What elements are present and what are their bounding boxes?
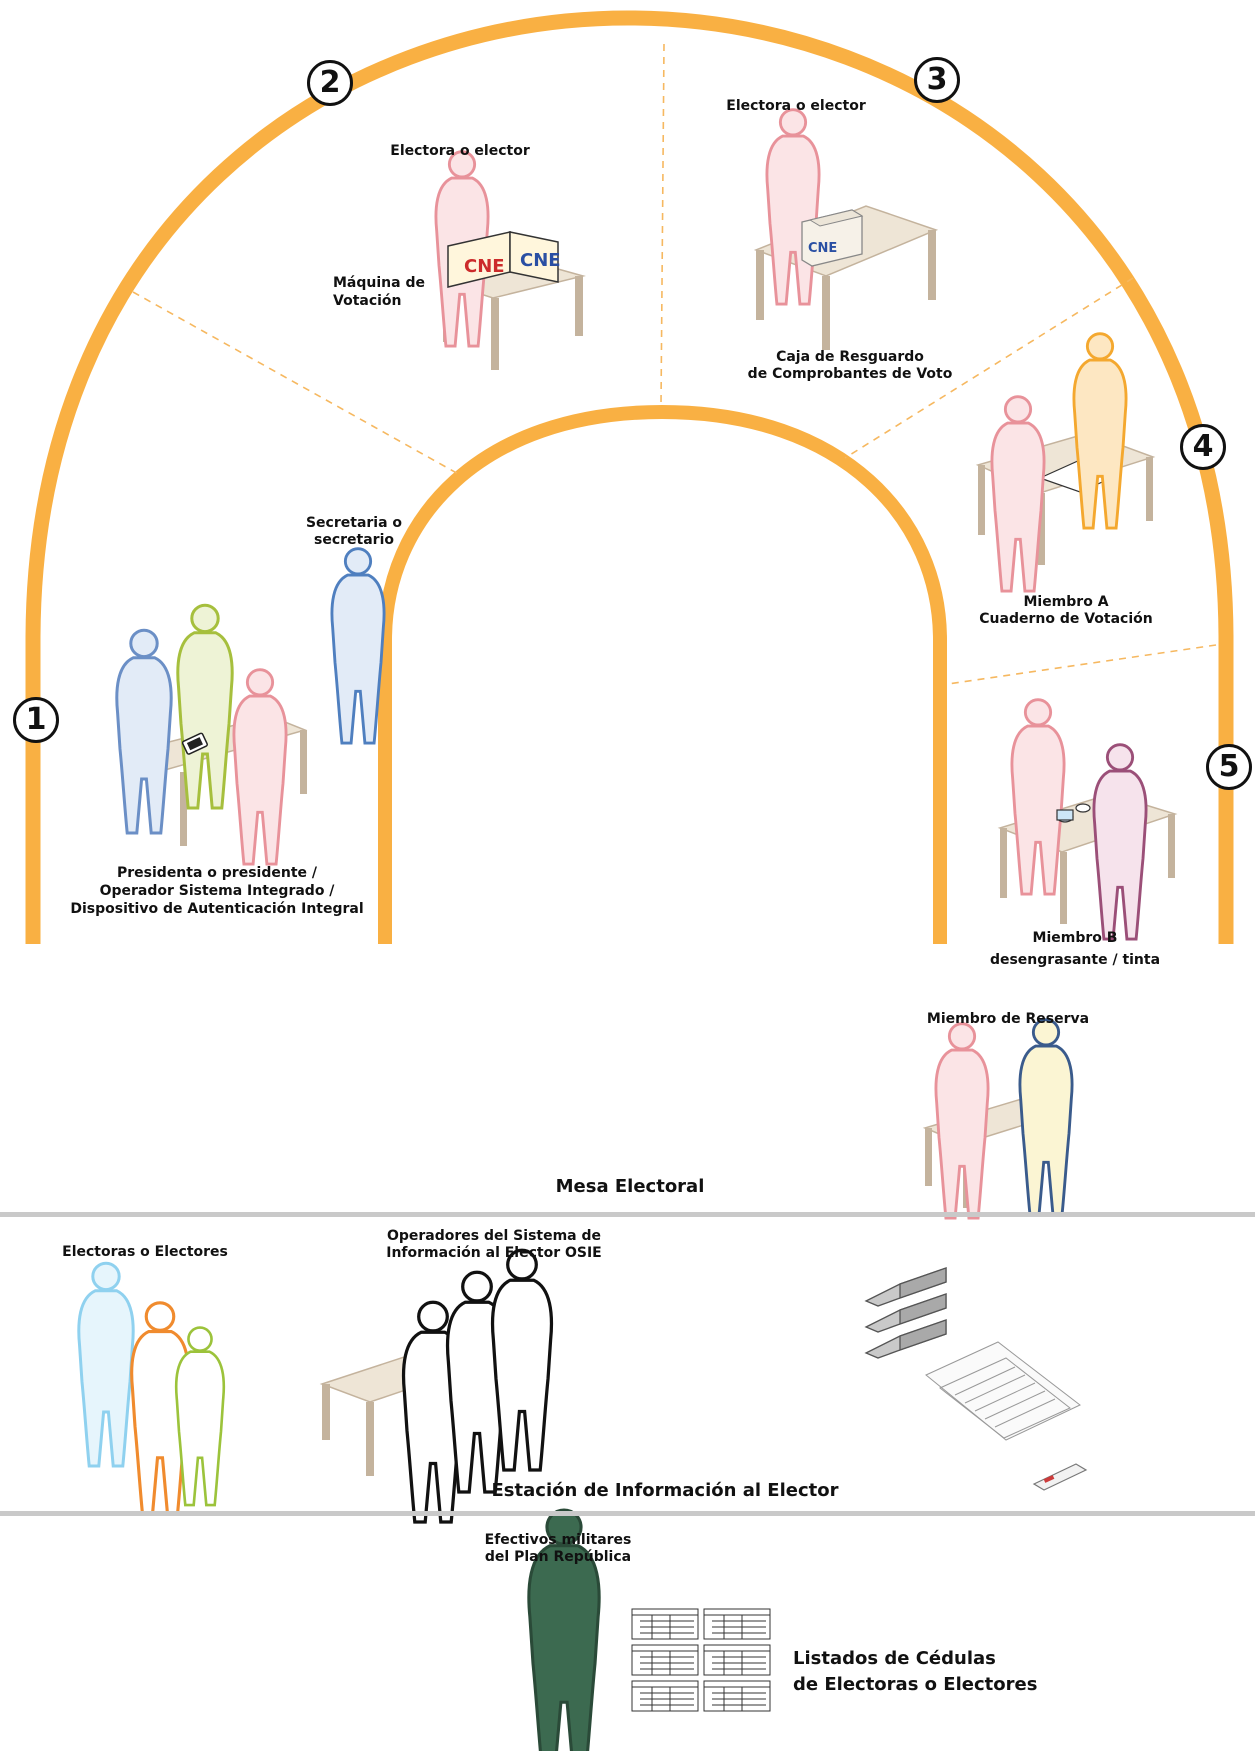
person-icon bbox=[1018, 1018, 1074, 1216]
station-dividers bbox=[132, 43, 1217, 685]
voting-machine-icon: CNE CNE bbox=[447, 231, 561, 288]
station-2-object-label-line1: Máquina de bbox=[333, 275, 425, 291]
section-title-estacion-informacion: Estación de Información al Elector bbox=[491, 1480, 839, 1501]
printed-list-icon bbox=[631, 1608, 771, 1712]
station-number-badge: 4 bbox=[1180, 424, 1226, 470]
station-1-label-line3: Dispositivo de Autenticación Integral bbox=[70, 901, 364, 917]
person-icon bbox=[77, 1261, 135, 1468]
person-icon bbox=[1092, 743, 1148, 941]
person-icon bbox=[490, 1248, 554, 1472]
printed-list-icon bbox=[925, 1341, 1081, 1441]
ballot-box-icon: CNE bbox=[801, 209, 864, 267]
secretary-label-line1: Secretaria o bbox=[305, 515, 403, 531]
svg-text:CNE: CNE bbox=[464, 256, 505, 277]
station-number-badge: 1 bbox=[13, 697, 59, 743]
person-icon bbox=[934, 1022, 990, 1220]
lists-label-line1: Listados de Cédulas bbox=[793, 1648, 996, 1669]
station-5-label-line2: desengrasante / tinta bbox=[989, 952, 1161, 968]
person-icon bbox=[232, 668, 288, 866]
person-icon bbox=[330, 547, 386, 745]
person-icon bbox=[1010, 698, 1066, 896]
station-number-badge: 5 bbox=[1206, 744, 1252, 790]
card-icon bbox=[1032, 1463, 1088, 1491]
military-label-line1: Efectivos militares bbox=[484, 1532, 632, 1548]
station-4-label-line1: Miembro A bbox=[1023, 594, 1109, 610]
section-title-mesa-electoral: Mesa Electoral bbox=[555, 1176, 705, 1197]
cap-icon bbox=[546, 1572, 576, 1582]
voters-label: Electoras o Electores bbox=[62, 1244, 228, 1260]
person-icon bbox=[115, 628, 173, 835]
operators-label-line1: Operadores del Sistema de bbox=[386, 1228, 602, 1244]
station-1-label-line1: Presidenta o presidente / bbox=[117, 865, 317, 881]
station-3-object-label-line2: de Comprobantes de Voto bbox=[747, 366, 953, 382]
station-2-object-label-line2: Votación bbox=[333, 293, 402, 309]
fingerprint-device-icon bbox=[181, 732, 208, 755]
station-4-label-line2: Cuaderno de Votación bbox=[979, 611, 1153, 627]
station-number-badge: 3 bbox=[914, 57, 960, 103]
military-label-line2: del Plan República bbox=[484, 1549, 632, 1565]
person-icon bbox=[176, 603, 234, 810]
svg-text:CNE: CNE bbox=[808, 241, 837, 256]
lists-label-line2: de Electoras o Electores bbox=[793, 1674, 1038, 1695]
station-5-label-line1: Miembro B bbox=[1032, 930, 1118, 946]
station-3-object-label-line1: Caja de Resguardo bbox=[776, 349, 924, 365]
reserve-member-label: Miembro de Reserva bbox=[926, 1011, 1090, 1027]
ink-icon bbox=[1056, 803, 1091, 823]
svg-text:CNE: CNE bbox=[520, 250, 561, 271]
person-icon bbox=[765, 108, 821, 306]
person-icon bbox=[990, 395, 1046, 593]
secretary-label-line2: secretario bbox=[314, 532, 394, 548]
outer-arch bbox=[25, 10, 1234, 944]
inner-arch bbox=[378, 404, 947, 944]
section-divider bbox=[0, 1212, 1255, 1217]
person-icon bbox=[1072, 332, 1128, 530]
station-1-label-line2: Operador Sistema Integrado / bbox=[99, 883, 335, 899]
operators-label-line2: Información al Elector OSIE bbox=[386, 1245, 602, 1261]
paper-trays-icon bbox=[864, 1267, 947, 1359]
station-3-role-label: Electora o elector bbox=[726, 98, 866, 114]
section-divider bbox=[0, 1511, 1255, 1516]
station-2-role-label: Electora o elector bbox=[390, 143, 530, 159]
station-number-badge: 2 bbox=[307, 60, 353, 106]
